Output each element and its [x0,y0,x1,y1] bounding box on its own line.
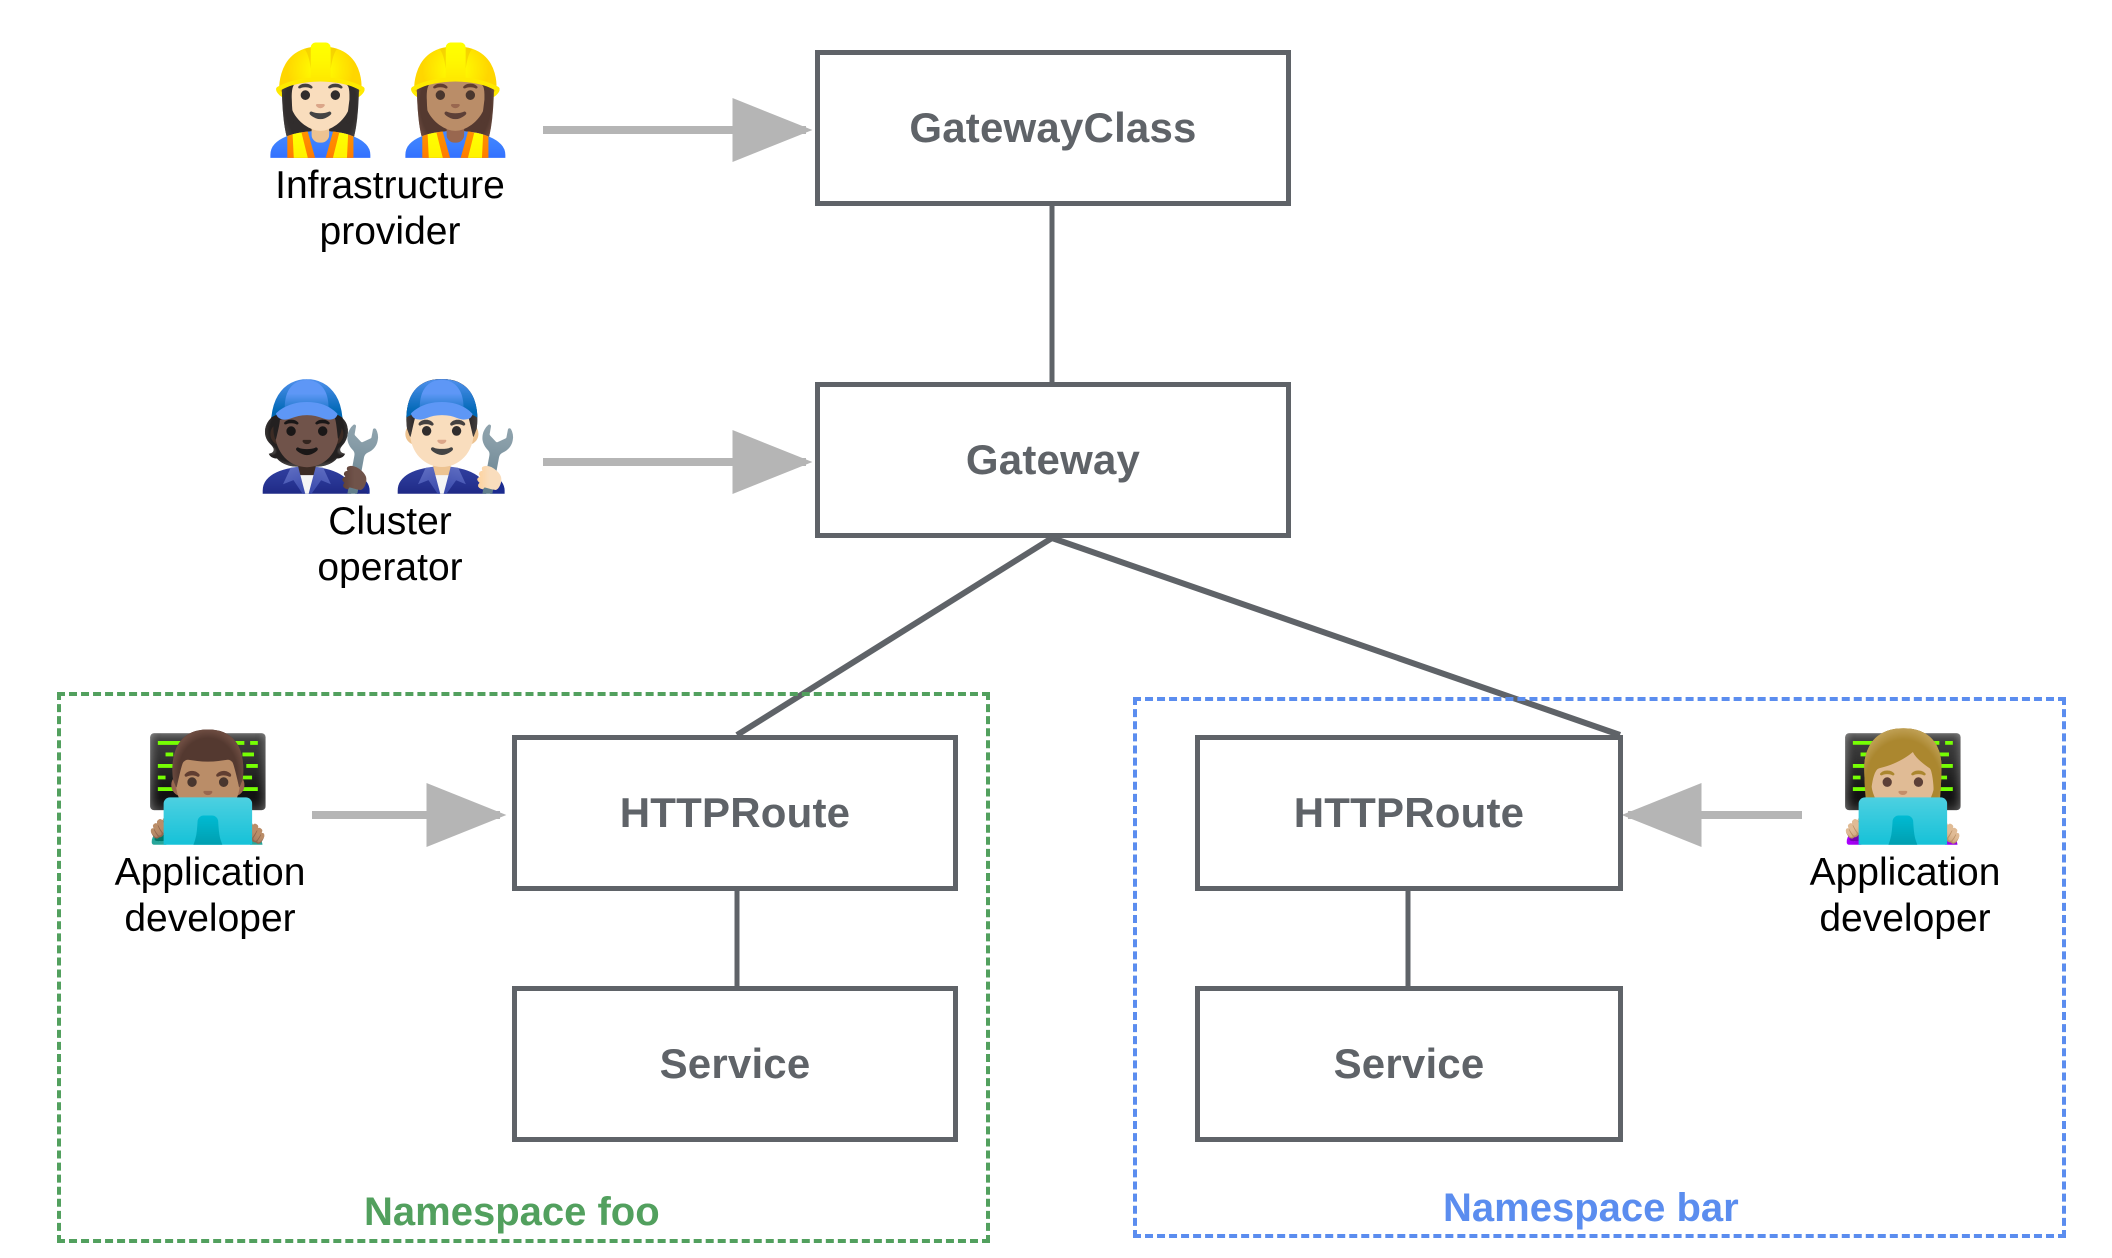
persona-infrastructure-provider: 👷🏻‍♀️👷🏽‍♀️ Infrastructure provider [245,48,535,255]
persona-cluster-operator: 🧑🏿‍🔧👨🏻‍🔧 Cluster operator [245,384,535,591]
node-bar-service[interactable]: Service [1195,986,1623,1142]
namespace-bar-container [1133,697,2066,1238]
persona-application-developer-foo-caption: Application developer [114,851,306,941]
persona-infrastructure-provider-caption: Infrastructure provider [275,164,505,254]
persona-cluster-operator-caption: Cluster operator [317,500,463,590]
construction-worker-icon: 👷🏻‍♀️👷🏽‍♀️ [255,39,525,161]
node-gatewayclass[interactable]: GatewayClass [815,50,1291,206]
node-foo-httproute-label: HTTPRoute [619,789,851,836]
node-gateway-label: Gateway [965,436,1141,483]
node-gateway[interactable]: Gateway [815,382,1291,538]
node-foo-httproute[interactable]: HTTPRoute [512,735,958,891]
mechanic-icon: 🧑🏿‍🔧👨🏻‍🔧 [255,375,525,497]
namespace-bar-label: Namespace bar [1443,1186,1739,1230]
woman-technologist-icon: 👩🏼‍💻 [1837,726,1973,848]
namespace-foo-label: Namespace foo [364,1190,660,1234]
node-bar-httproute-label: HTTPRoute [1293,789,1525,836]
persona-application-developer-bar: 👩🏼‍💻 Application developer [1790,735,2020,942]
man-technologist-icon: 👨🏽‍💻 [142,726,278,848]
node-bar-service-label: Service [1333,1040,1485,1087]
node-foo-service[interactable]: Service [512,986,958,1142]
namespace-foo-container [57,692,990,1243]
node-gatewayclass-label: GatewayClass [909,104,1197,151]
persona-application-developer-foo: 👨🏽‍💻 Application developer [95,735,325,942]
node-bar-httproute[interactable]: HTTPRoute [1195,735,1623,891]
node-foo-service-label: Service [659,1040,811,1087]
persona-application-developer-bar-caption: Application developer [1809,851,2001,941]
